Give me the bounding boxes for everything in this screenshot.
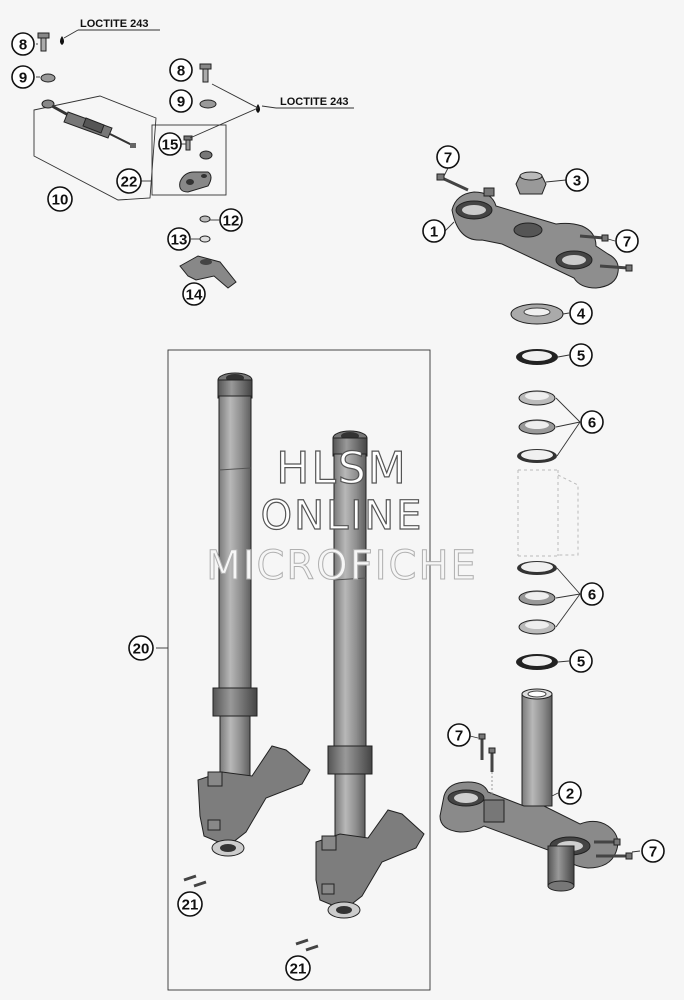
washer-part — [40, 73, 56, 83]
callout-number: 20 — [133, 641, 150, 658]
upper-triple-clamp-group — [436, 171, 633, 670]
callout-15: 15 — [158, 132, 182, 156]
callout-12: 12 — [219, 208, 243, 232]
callout-9-mid: 9 — [169, 89, 193, 113]
loctite-drop-icon — [60, 36, 64, 45]
callout-10: 10 — [47, 186, 73, 212]
bolt-part — [37, 32, 50, 52]
callout-number: 9 — [177, 94, 185, 111]
callout-number: 3 — [573, 173, 581, 190]
callout-number: 10 — [52, 192, 69, 209]
loctite-drop-icon — [256, 104, 260, 113]
callout-number: 7 — [623, 234, 631, 251]
callout-number: 5 — [577, 348, 585, 365]
callout-number: 22 — [121, 174, 138, 191]
axle-clamp-bolts-part — [183, 874, 319, 952]
callout-5-upper: 5 — [569, 343, 593, 367]
callout-number: 7 — [444, 150, 452, 167]
callout-7-lower-left: 7 — [447, 723, 471, 747]
loctite-label: LOCTITE 243 — [80, 18, 148, 30]
left-fork-leg-part — [197, 372, 311, 857]
callout-number: 13 — [171, 232, 188, 249]
callout-21-left: 21 — [177, 891, 203, 917]
callout-number: 7 — [455, 728, 463, 745]
callout-number: 8 — [19, 37, 27, 54]
callout-number: 9 — [19, 70, 27, 87]
callout-number: 12 — [223, 213, 240, 230]
callout-8-mid: 8 — [169, 58, 193, 82]
callout-number: 6 — [588, 587, 596, 604]
lower-triple-clamp-group — [439, 688, 633, 892]
callout-1: 1 — [422, 219, 446, 243]
watermark-line-1: HLSM — [276, 442, 408, 494]
callout-6-lower: 6 — [580, 582, 604, 606]
callout-number: 21 — [182, 897, 199, 914]
callout-14: 14 — [182, 282, 206, 306]
callout-7-lower-right: 7 — [641, 839, 665, 863]
callout-number: 8 — [177, 63, 185, 80]
callout-number: 15 — [162, 137, 179, 154]
callout-6-upper: 6 — [580, 410, 604, 434]
loctite-label: LOCTITE 243 — [280, 96, 348, 108]
callout-3: 3 — [565, 168, 589, 192]
callout-number: 5 — [577, 654, 585, 671]
callout-22: 22 — [116, 168, 142, 194]
callout-9-top: 9 — [11, 65, 35, 89]
callout-number: 21 — [290, 961, 307, 978]
clamp-part — [179, 255, 237, 289]
callout-20: 20 — [128, 635, 154, 661]
watermark-line-2: ONLINE — [260, 492, 424, 539]
steering-stem-part — [521, 693, 553, 807]
callout-number: 1 — [430, 224, 438, 241]
callout-13: 13 — [167, 227, 191, 251]
steering-damper-part — [41, 99, 136, 148]
callout-number: 14 — [186, 287, 203, 304]
callout-7-upper-right: 7 — [615, 229, 639, 253]
watermark-line-3: MICROFICHE — [206, 543, 478, 590]
callout-4: 4 — [569, 301, 593, 325]
bolt-part — [199, 63, 212, 83]
callout-number: 6 — [588, 415, 596, 432]
steering-damper-group: LOCTITE 243 — [33, 18, 354, 289]
callout-5-lower: 5 — [569, 649, 593, 673]
callout-number: 2 — [566, 786, 574, 803]
right-fork-leg-part — [315, 430, 425, 919]
callout-21-right: 21 — [285, 955, 311, 981]
callout-7-upper-left: 7 — [436, 145, 460, 169]
callout-number: 4 — [577, 306, 586, 323]
leader-lines — [36, 43, 641, 853]
fork-assembly-frame — [167, 349, 431, 991]
callout-2: 2 — [558, 781, 582, 805]
callout-number: 7 — [649, 844, 657, 861]
callout-8-top: 8 — [11, 32, 35, 56]
